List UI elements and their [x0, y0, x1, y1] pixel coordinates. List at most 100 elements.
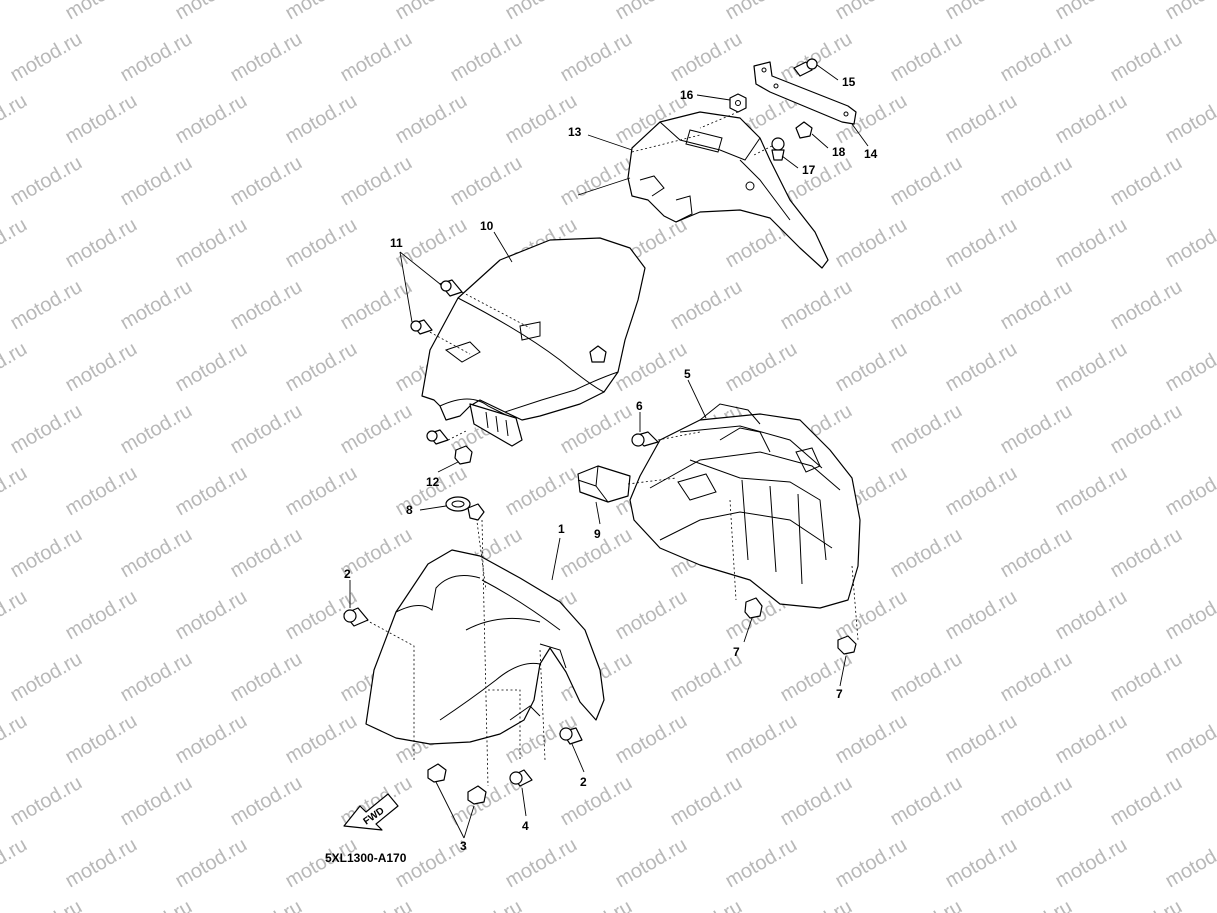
watermark-text: motod.ru [227, 400, 306, 459]
watermark-text: motod.ru [62, 0, 141, 24]
watermark-text: motod.ru [887, 276, 966, 335]
watermark-text: motod.ru [1052, 586, 1131, 645]
watermark-text: motod.ru [172, 834, 251, 893]
watermark-text: motod.ru [1162, 834, 1217, 893]
callout-1: 1 [558, 522, 565, 536]
watermark-text: motod.ru [7, 896, 86, 913]
callout-14: 14 [864, 147, 878, 161]
watermark-text: motod.ru [1052, 834, 1131, 893]
watermark-text: motod.ru [1162, 462, 1217, 521]
watermark-text: motod.ru [117, 648, 196, 707]
callout-2: 2 [580, 775, 587, 789]
watermark-text: motod.ru [172, 0, 251, 24]
watermark-text: motod.ru [447, 28, 526, 87]
watermark-text: motod.ru [1052, 338, 1131, 397]
watermark-text: motod.ru [942, 90, 1021, 149]
watermark-text: motod.ru [282, 338, 361, 397]
watermark-text: motod.ru [1107, 276, 1186, 335]
watermark-text: motod.ru [337, 276, 416, 335]
watermark-text: motod.ru [447, 152, 526, 211]
watermark-text: motod.ru [832, 214, 911, 273]
watermark-text: motod.ru [887, 896, 966, 913]
watermark-text: motod.ru [997, 152, 1076, 211]
watermark-text: motod.ru [7, 524, 86, 583]
watermark-text: motod.ru [502, 462, 581, 521]
watermark-text: motod.ru [502, 0, 581, 24]
watermark-text: motod.ru [62, 214, 141, 273]
watermark-text: motod.ru [887, 648, 966, 707]
part-6-bolt [631, 412, 701, 447]
watermark-text: motod.ru [7, 276, 86, 335]
watermark-text: motod.ru [832, 710, 911, 769]
watermark-text: motod.ru [172, 90, 251, 149]
watermark-text: motod.ru [62, 90, 141, 149]
part-14-bracket-plate [753, 61, 869, 147]
watermark-text: motod.ru [172, 710, 251, 769]
watermark-text: motod.ru [7, 28, 86, 87]
watermark-text: motod.ru [0, 586, 31, 645]
watermark-text: motod.ru [117, 772, 196, 831]
watermark-text: motod.ru [997, 772, 1076, 831]
callout-6: 6 [636, 399, 643, 413]
watermark-text: motod.ru [557, 28, 636, 87]
watermark-text: motod.ru [1162, 214, 1217, 273]
watermark-text: motod.ru [777, 648, 856, 707]
watermark-text: motod.ru [392, 214, 471, 273]
watermark-text: motod.ru [7, 648, 86, 707]
watermark-text: motod.ru [777, 276, 856, 335]
watermark-text: motod.ru [62, 834, 141, 893]
watermark-text: motod.ru [337, 400, 416, 459]
watermark-text: motod.ru [722, 0, 801, 24]
watermark-text: motod.ru [722, 710, 801, 769]
watermark-text: motod.ru [227, 276, 306, 335]
part-4-bolt [509, 769, 533, 817]
watermark-text: motod.ru [887, 524, 966, 583]
watermark-text: motod.ru [392, 0, 471, 24]
watermark-text: motod.ru [117, 276, 196, 335]
callout-17: 17 [802, 163, 816, 177]
callout-9: 9 [594, 527, 601, 541]
watermark-text: motod.ru [557, 772, 636, 831]
watermark-text: motod.ru [1162, 710, 1217, 769]
part-13-rear-bracket [577, 111, 829, 269]
watermark-text: motod.ru [0, 90, 31, 149]
callout-13: 13 [568, 125, 582, 139]
watermark-text: motod.ru [997, 400, 1076, 459]
part-code: 5XL1300-A170 [325, 851, 407, 865]
watermark-text: motod.ru [1162, 0, 1217, 24]
watermark-text: motod.ru [942, 462, 1021, 521]
part-11-bolts [399, 251, 463, 335]
watermark-text: motod.ru [997, 276, 1076, 335]
callout-4: 4 [522, 819, 529, 833]
watermark-text: motod.ru [447, 896, 526, 913]
watermark-text: motod.ru [227, 152, 306, 211]
watermark-text: motod.ru [1052, 462, 1131, 521]
watermark-text: motod.ru [1052, 710, 1131, 769]
watermark-text: motod.ru [887, 152, 966, 211]
watermark-text: motod.ru [0, 214, 31, 273]
watermark-text: motod.ru [62, 338, 141, 397]
watermark-text: motod.ru [1052, 214, 1131, 273]
watermark-text: motod.ru [887, 400, 966, 459]
watermark-text: motod.ru [667, 772, 746, 831]
watermark-text: motod.ru [832, 338, 911, 397]
watermark-text: motod.ru [887, 772, 966, 831]
watermark-text: motod.ru [942, 214, 1021, 273]
watermark-text: motod.ru [1162, 586, 1217, 645]
callout-8: 8 [406, 503, 413, 517]
watermark-text: motod.ru [282, 0, 361, 24]
watermark-text: motod.ru [832, 0, 911, 24]
callout-11: 11 [390, 236, 403, 250]
watermark-text: motod.ru [1107, 896, 1186, 913]
callout-10: 10 [480, 219, 494, 233]
watermark-text: motod.ru [117, 152, 196, 211]
watermark-text: motod.ru [117, 524, 196, 583]
watermark-text: motod.ru [1052, 0, 1131, 24]
watermark-text: motod.ru [337, 152, 416, 211]
watermark-text: motod.ru [7, 152, 86, 211]
watermark-text: motod.ru [612, 0, 691, 24]
watermark-text: motod.ru [612, 710, 691, 769]
watermark-text: motod.ru [1052, 90, 1131, 149]
part-1-front-fender [365, 513, 605, 787]
